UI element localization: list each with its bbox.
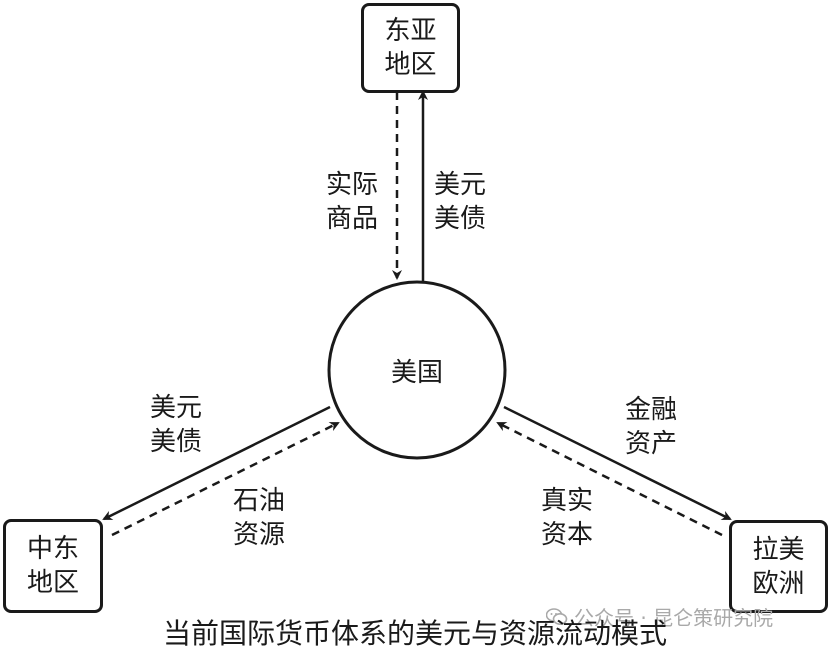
latam-europe-label-line1: 拉美 (752, 534, 805, 565)
latam-europe-real-capital-arrow (496, 421, 723, 537)
edge-label-real-goods: 实际商品 (326, 170, 379, 234)
usa-node-label: 美国 (390, 357, 443, 388)
latam-europe-node: 拉美 欧洲 (729, 520, 828, 613)
east-asia-label-line1: 东亚 (384, 16, 437, 46)
wechat-icon (546, 607, 568, 626)
middle-east-label-line2: 地区 (26, 568, 79, 598)
middle-east-label-line1: 中东 (26, 534, 79, 564)
edge-label-dollar-treasury-east-asia: 美元美债 (434, 170, 487, 234)
middle-east-oil-arrow (111, 421, 340, 537)
watermark-text: 公众号 · 昆仑策研究院 (574, 606, 774, 630)
diagram-caption: 当前国际货币体系的美元与资源流动模式 (162, 617, 667, 650)
east-asia-label-line2: 地区 (384, 50, 437, 80)
usa-node-circle (327, 280, 507, 460)
edge-label-real-capital: 真实资本 (541, 486, 594, 550)
edge-label-oil-resources: 石油资源 (233, 486, 286, 550)
edge-label-dollar-treasury-middle-east: 美元美债 (150, 393, 203, 457)
middle-east-dollar-arrow (102, 405, 331, 521)
edge-label-financial-assets: 金融资产 (625, 395, 678, 459)
watermark: 公众号 · 昆仑策研究院 (546, 602, 773, 631)
middle-east-node: 中东 地区 (3, 519, 103, 613)
usa-node: 美国 (329, 282, 505, 458)
east-asia-node: 东亚 地区 (361, 3, 460, 93)
latam-europe-label-line2: 欧洲 (752, 568, 805, 599)
latam-europe-financial-arrow (503, 405, 732, 521)
